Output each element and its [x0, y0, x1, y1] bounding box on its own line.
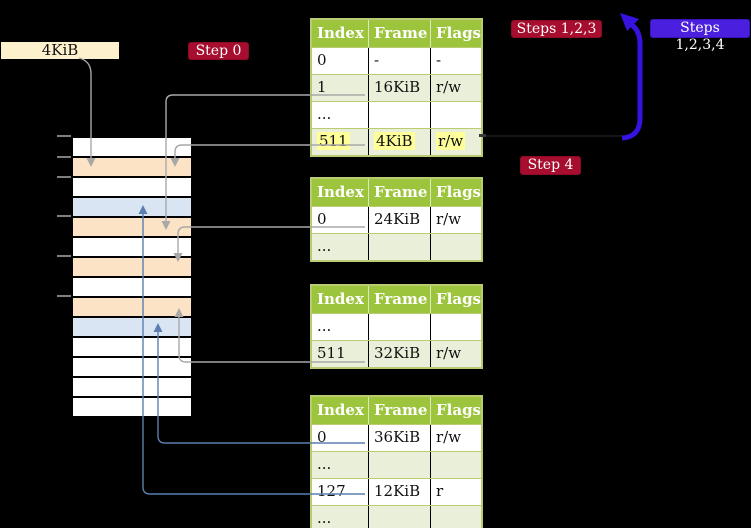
address-tick	[57, 215, 71, 217]
cell-frame: 16KiB	[368, 75, 430, 101]
cell-index: ...	[317, 105, 332, 123]
cell-flags: r/w	[430, 75, 481, 101]
cell-frame: 24KiB	[368, 207, 430, 233]
address-tick	[57, 176, 71, 178]
cell-flags: -	[430, 48, 481, 74]
cell-flags	[430, 506, 481, 528]
memory-row	[73, 196, 191, 216]
memory-row	[73, 376, 191, 396]
cell-frame: 4KiB	[368, 129, 430, 155]
page-table-4: Index Frame Flags 0 36KiB r/w ... 127 12…	[310, 395, 483, 528]
frame-size-label: 4KiB	[1, 42, 119, 59]
memory-row	[73, 296, 191, 316]
cell-index: 0	[317, 210, 327, 228]
table-row: 511 32KiB r/w	[312, 340, 481, 367]
column-header-frame: Frame	[368, 20, 430, 47]
cell-index: 127	[317, 482, 346, 500]
address-tick	[57, 135, 71, 137]
cell-flags: r/w	[430, 425, 481, 451]
cell-frame	[368, 506, 430, 528]
table-row: 0 - -	[312, 47, 481, 74]
cell-index: ...	[317, 509, 332, 527]
cell-frame: 32KiB	[368, 341, 430, 367]
highlighted-value: r/w	[436, 132, 466, 150]
cell-flags	[430, 452, 481, 478]
cell-frame	[368, 102, 430, 128]
column-header-flags: Flags	[430, 286, 481, 313]
table-header-row: Index Frame Flags	[312, 397, 481, 424]
address-tick	[57, 156, 71, 158]
highlighted-value: 4KiB	[374, 132, 415, 150]
physical-memory-stack	[71, 136, 193, 418]
column-header-frame: Frame	[368, 286, 430, 313]
column-header-index: Index	[317, 24, 364, 42]
cell-frame	[368, 314, 430, 340]
cell-flags: r/w	[430, 341, 481, 367]
cell-index: 511	[312, 129, 368, 155]
column-header-flags: Flags	[430, 179, 481, 206]
memory-row	[73, 276, 191, 296]
cell-index: 511	[317, 344, 346, 362]
table-header-row: Index Frame Flags	[312, 286, 481, 313]
cell-frame	[368, 234, 430, 260]
page-table-2: Index Frame Flags 0 24KiB r/w ...	[310, 177, 483, 262]
table-row: 1 16KiB r/w	[312, 74, 481, 101]
memory-row	[73, 156, 191, 176]
column-header-index: Index	[317, 290, 364, 308]
page-table-3: Index Frame Flags ... 511 32KiB r/w	[310, 284, 483, 369]
cell-index: 0	[317, 51, 327, 69]
cell-flags: r	[430, 479, 481, 505]
column-header-frame: Frame	[368, 179, 430, 206]
memory-row	[73, 138, 191, 156]
table-header-row: Index Frame Flags	[312, 179, 481, 206]
badge-steps-123: Steps 1,2,3	[511, 20, 602, 38]
table-row: 127 12KiB r	[312, 478, 481, 505]
cell-frame	[368, 452, 430, 478]
cell-flags: r/w	[430, 129, 481, 155]
memory-row	[73, 336, 191, 356]
memory-row	[73, 316, 191, 336]
memory-row	[73, 236, 191, 256]
column-header-flags: Flags	[430, 20, 481, 47]
badge-step-0: Step 0	[188, 42, 249, 60]
cell-frame: 36KiB	[368, 425, 430, 451]
badge-steps-1234: Steps 1,2,3,4	[650, 19, 750, 53]
table-row: 0 24KiB r/w	[312, 206, 481, 233]
memory-row	[73, 356, 191, 376]
memory-row	[73, 176, 191, 196]
table-row: ...	[312, 233, 481, 260]
table-row: ...	[312, 313, 481, 340]
badge-step-4: Step 4	[520, 156, 581, 175]
memory-row	[73, 396, 191, 416]
column-header-flags: Flags	[430, 397, 481, 424]
cell-flags	[430, 234, 481, 260]
cell-index: ...	[317, 455, 332, 473]
memory-row	[73, 256, 191, 276]
cell-index: ...	[317, 317, 332, 335]
hidden-link-511-to-arrow	[479, 134, 622, 137]
column-header-frame: Frame	[368, 397, 430, 424]
column-header-index: Index	[317, 183, 364, 201]
column-header-index: Index	[317, 401, 364, 419]
cell-index: 0	[317, 428, 327, 446]
table-row: 0 36KiB r/w	[312, 424, 481, 451]
cell-flags	[430, 314, 481, 340]
big-blue-loop-arrow	[620, 13, 643, 141]
table-header-row: Index Frame Flags	[312, 20, 481, 47]
cell-flags	[430, 102, 481, 128]
cell-index: 1	[317, 78, 327, 96]
table-row-highlighted: 511 4KiB r/w	[312, 128, 481, 155]
cell-frame: -	[368, 48, 430, 74]
table-row: ...	[312, 451, 481, 478]
table-row: ...	[312, 505, 481, 528]
address-tick	[57, 255, 71, 257]
address-tick	[57, 295, 71, 297]
cell-index: ...	[317, 237, 332, 255]
cell-frame: 12KiB	[368, 479, 430, 505]
table-row: ...	[312, 101, 481, 128]
memory-row	[73, 216, 191, 236]
highlighted-value: 511	[317, 132, 350, 150]
page-table-1: Index Frame Flags 0 - - 1 16KiB r/w ... …	[310, 18, 483, 157]
cell-flags: r/w	[430, 207, 481, 233]
